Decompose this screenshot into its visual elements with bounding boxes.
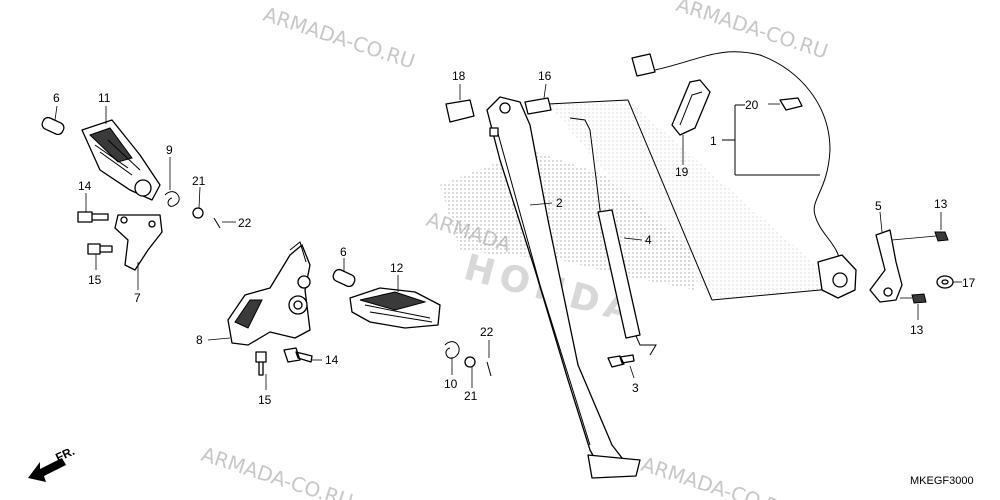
front-label: FR. bbox=[53, 444, 76, 465]
callout-5: 5 bbox=[875, 199, 882, 213]
callout-10: 10 bbox=[444, 377, 458, 391]
washer-part-21b bbox=[464, 356, 476, 368]
pin-part-6b bbox=[332, 268, 356, 288]
front-arrow-icon bbox=[28, 458, 66, 482]
collar-part-16 bbox=[524, 97, 552, 115]
callout-15: 15 bbox=[88, 273, 102, 287]
watermark: ARMADA-CO.RU bbox=[260, 2, 418, 74]
pin-part-22b bbox=[486, 361, 492, 377]
left-footpeg-assembly bbox=[41, 116, 221, 271]
callout-8: 8 bbox=[196, 333, 203, 347]
spring-part-9 bbox=[164, 191, 180, 207]
reference-lines bbox=[547, 99, 843, 301]
callout-9: 9 bbox=[166, 143, 173, 157]
callout-18: 18 bbox=[452, 69, 466, 83]
watermark: ARMADA-CO.RU bbox=[673, 0, 831, 64]
callout-13: 13 bbox=[910, 323, 924, 337]
pin-part-22 bbox=[213, 217, 221, 229]
callout-1: 1 bbox=[710, 134, 717, 148]
callout-11: 11 bbox=[98, 91, 111, 105]
stand-part-2 bbox=[486, 96, 623, 469]
bolt-part-15 bbox=[87, 243, 113, 255]
collar-part-18 bbox=[445, 99, 475, 123]
callout-6: 6 bbox=[53, 91, 60, 105]
bracket-part-7 bbox=[114, 214, 163, 271]
callout-4: 4 bbox=[645, 233, 652, 247]
clamp-part-19 bbox=[671, 79, 711, 136]
pin-part-6 bbox=[41, 116, 65, 136]
watermark: ARMADA-CO.RU bbox=[198, 442, 356, 500]
callout-14: 14 bbox=[325, 353, 339, 367]
bolt-part-15b bbox=[255, 351, 267, 376]
shaded-area bbox=[548, 100, 842, 300]
callout-22: 22 bbox=[238, 216, 252, 230]
center-footpeg-assembly bbox=[227, 241, 492, 377]
callout-20: 20 bbox=[745, 98, 759, 112]
callout-21: 21 bbox=[192, 174, 206, 188]
side-stand bbox=[445, 96, 657, 479]
callout-7: 7 bbox=[134, 291, 141, 305]
switch-assembly bbox=[631, 51, 954, 304]
bolt-part-14b bbox=[283, 347, 313, 363]
callout-6: 6 bbox=[340, 245, 347, 259]
clip-part-20 bbox=[779, 97, 803, 111]
watermark: ARMADA-CO.RU bbox=[638, 452, 796, 500]
plate-part-5 bbox=[869, 229, 903, 303]
bracket-part-8 bbox=[227, 244, 311, 346]
callout-14: 14 bbox=[78, 179, 92, 193]
bolt-part-3 bbox=[607, 354, 635, 368]
callouts: 1 2 3 4 5 6 6 7 8 9 10 11 12 13 13 14 14… bbox=[53, 69, 976, 407]
bolt-part-13b bbox=[911, 293, 927, 304]
diagram-code: MKEGF3000 bbox=[910, 475, 974, 487]
connector bbox=[631, 53, 656, 77]
callout-13: 13 bbox=[934, 197, 948, 211]
callout-17: 17 bbox=[962, 276, 976, 290]
callout-21: 21 bbox=[464, 389, 478, 403]
front-indicator: FR. bbox=[28, 444, 77, 482]
bolt-part-14 bbox=[77, 211, 109, 223]
callout-2: 2 bbox=[556, 196, 563, 210]
callout-19: 19 bbox=[675, 165, 689, 179]
washer-part-21 bbox=[192, 207, 204, 219]
callout-15: 15 bbox=[258, 393, 272, 407]
callout-16: 16 bbox=[538, 69, 552, 83]
leader-lines bbox=[54, 83, 962, 390]
callout-22: 22 bbox=[480, 325, 494, 339]
spring-part-10 bbox=[444, 341, 460, 359]
harness-part-1 bbox=[654, 51, 841, 266]
callout-3: 3 bbox=[632, 381, 639, 395]
bolt-part-13a bbox=[934, 231, 949, 242]
callout-12: 12 bbox=[390, 261, 404, 275]
